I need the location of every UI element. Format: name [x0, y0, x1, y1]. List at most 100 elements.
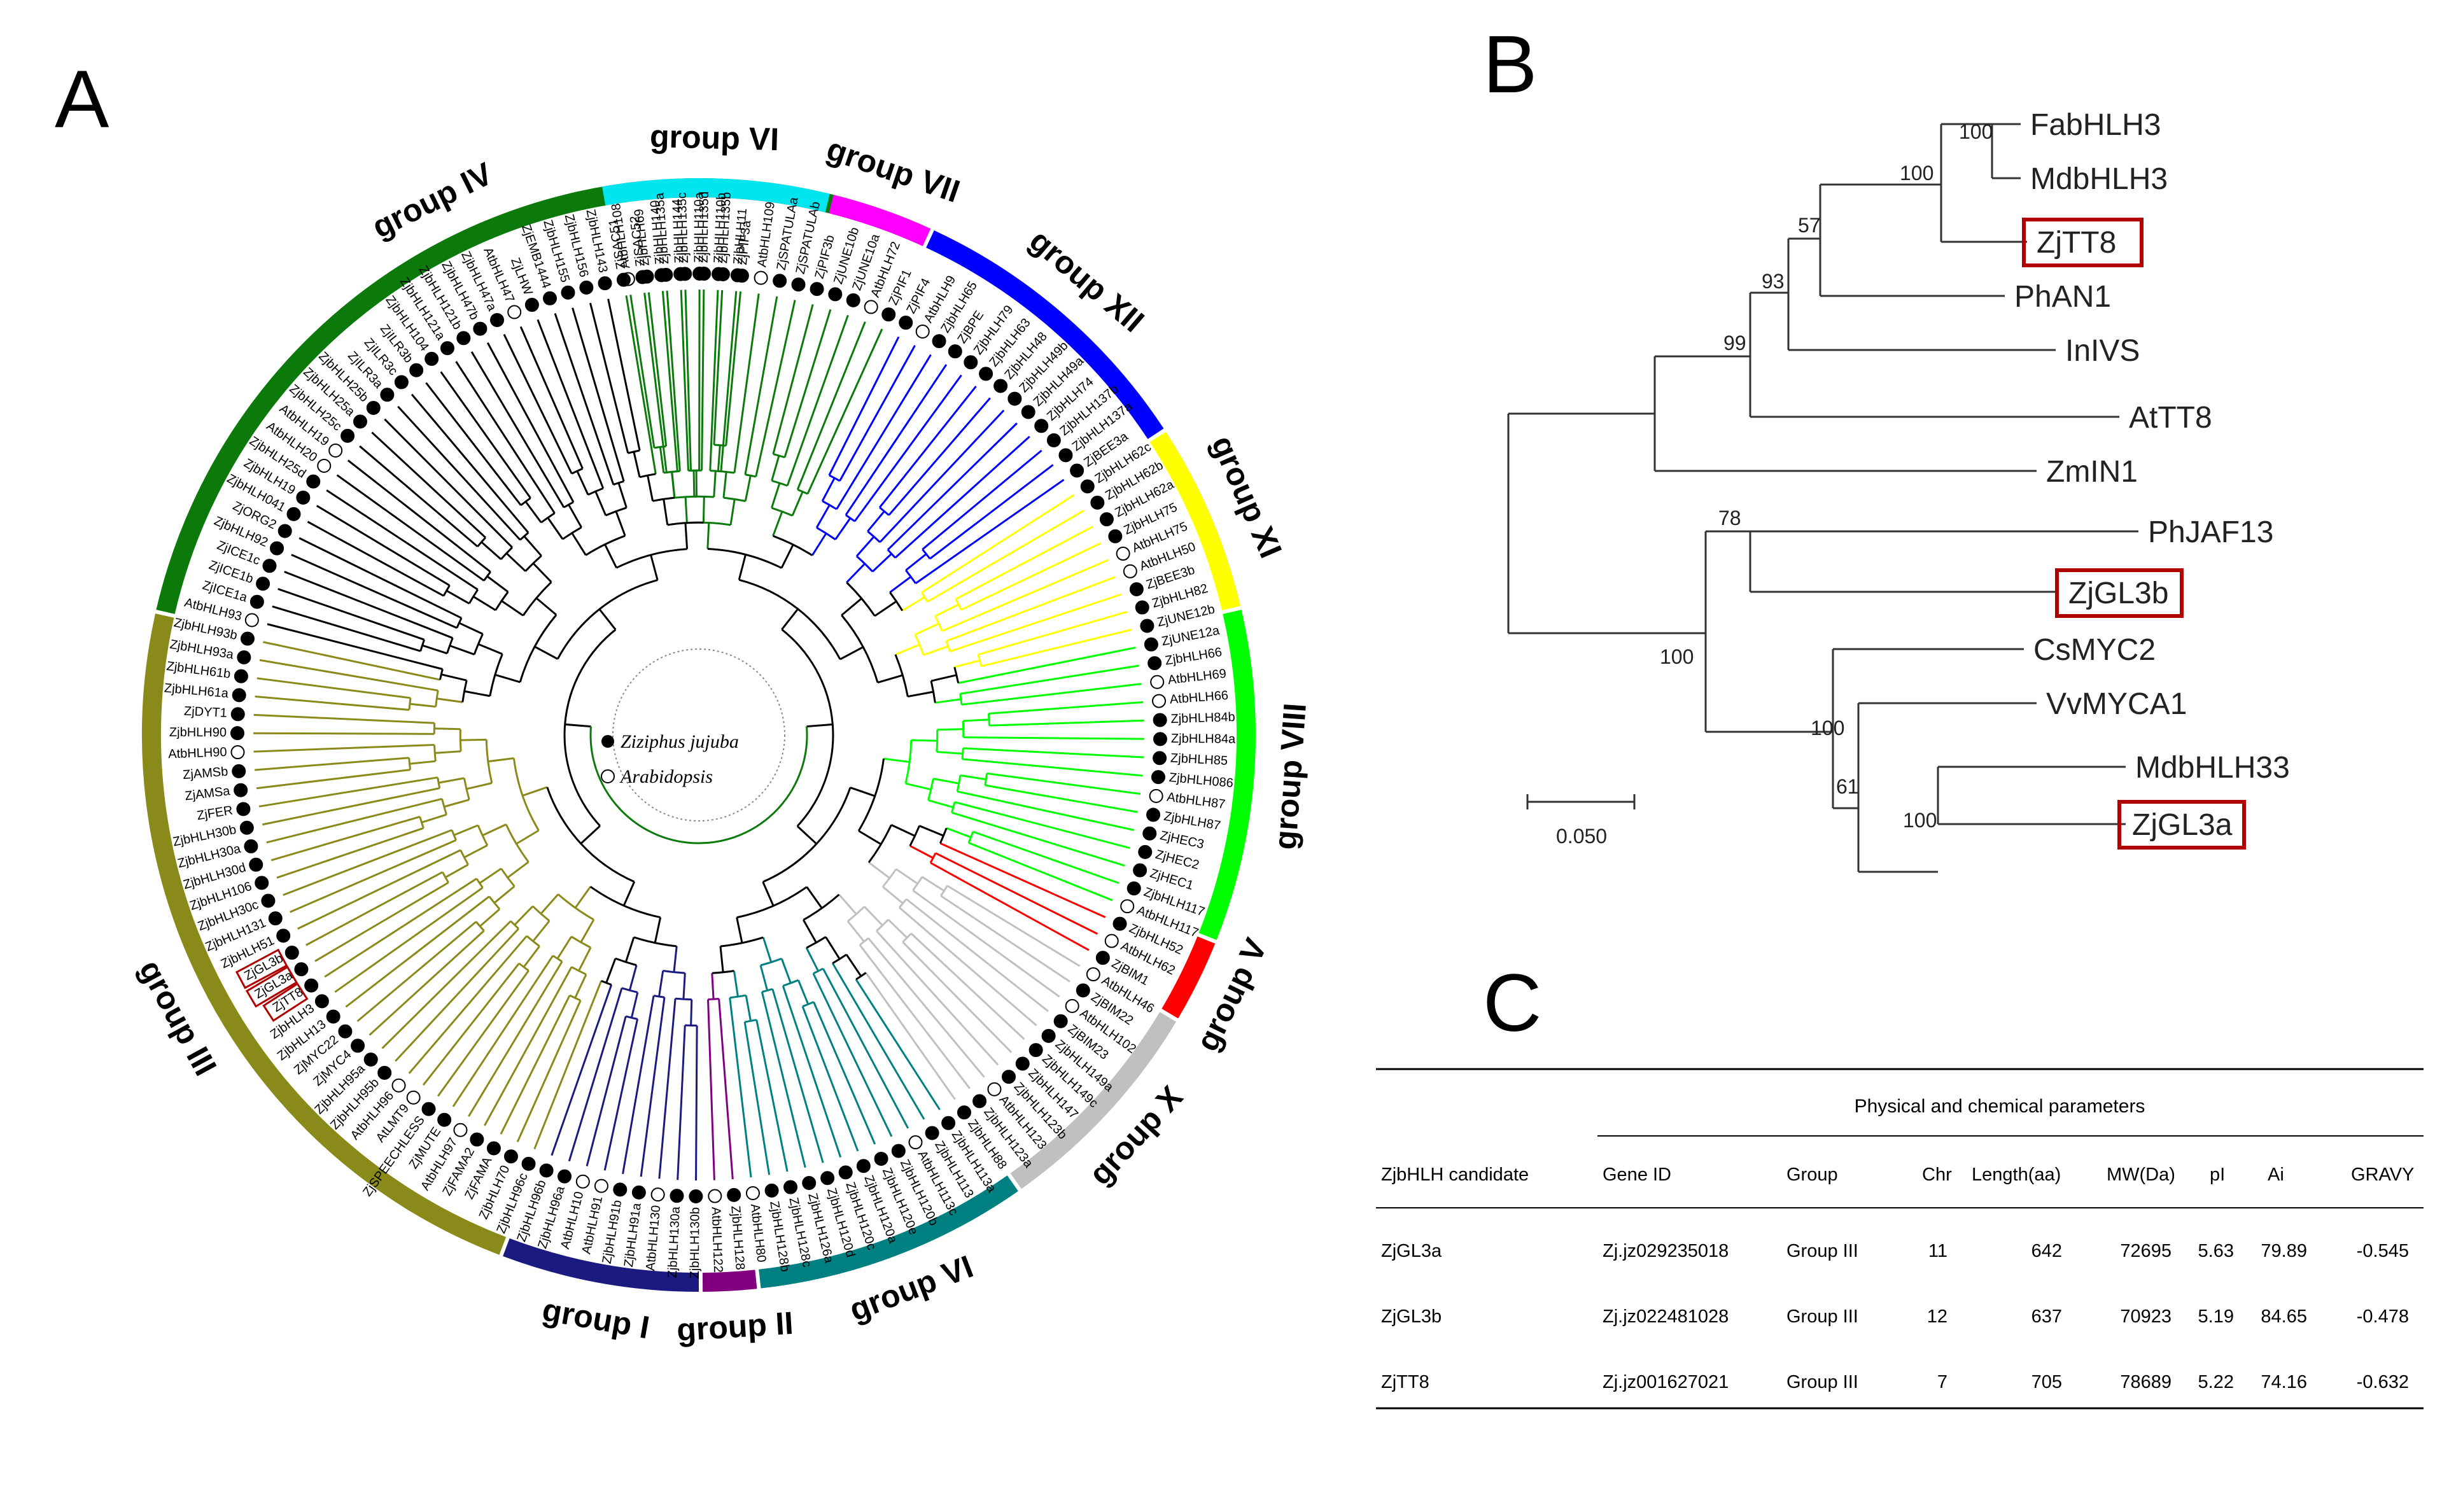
- arabidopsis-leaf-marker-icon: [1120, 899, 1135, 914]
- tree-branch: [957, 790, 1135, 831]
- tree-branch: [879, 409, 1005, 543]
- taxon-label: InIVS: [2065, 334, 2140, 368]
- ziziphus-leaf-marker-icon: [979, 367, 993, 381]
- ziziphus-leaf-marker-icon: [730, 268, 745, 283]
- leaf-label: ZjDYT1: [184, 704, 228, 720]
- tree-branch: [537, 319, 605, 489]
- bootstrap-value: 99: [1723, 332, 1746, 354]
- tree-branch: [479, 908, 500, 927]
- tree-branch: [894, 435, 1030, 559]
- tree-branch: [895, 868, 918, 885]
- table-cell: -0.632: [2357, 1372, 2409, 1392]
- tree-branch: [452, 955, 554, 1107]
- tree-arc: [446, 638, 454, 654]
- ziziphus-leaf-marker-icon: [948, 344, 962, 359]
- tree-branch: [586, 1016, 627, 1166]
- tree-arc: [459, 729, 462, 752]
- arabidopsis-leaf-marker-icon: [754, 270, 768, 285]
- leaf-label: ZjbHLH87: [1163, 809, 1221, 833]
- leaf-label: ZjUNE12a: [1160, 624, 1221, 649]
- taxon-label: CsMYC2: [2033, 633, 2156, 667]
- ziziphus-leaf-marker-icon: [230, 707, 245, 722]
- tree-branch: [291, 554, 458, 629]
- tree-branch: [887, 919, 908, 939]
- tree-arc: [773, 453, 785, 459]
- tree-branch: [825, 936, 841, 960]
- ziziphus-leaf-marker-icon: [561, 285, 575, 300]
- tree-branch: [962, 758, 1143, 777]
- tree-branch: [902, 941, 1013, 1053]
- tree-branch: [910, 932, 1025, 1040]
- ziziphus-leaf-marker-icon: [802, 1176, 817, 1191]
- tree-branch: [911, 739, 937, 742]
- species-legend: Ziziphus jujuba Arabidopsis: [601, 648, 785, 822]
- tree-branch: [409, 760, 436, 765]
- tree-arc: [934, 615, 943, 632]
- tree-arc: [984, 773, 988, 786]
- ziziphus-leaf-marker-icon: [846, 293, 860, 307]
- tree-branch: [845, 954, 862, 977]
- arabidopsis-leaf-marker-icon: [708, 1189, 722, 1203]
- tree-branch: [259, 659, 439, 692]
- ziziphus-leaf-marker-icon: [1133, 863, 1147, 878]
- tree-branch: [605, 958, 617, 984]
- leaf-label: ZjbHLH90: [169, 725, 227, 739]
- leaf-label: ZjbHLH128b: [767, 1200, 792, 1273]
- ziziphus-leaf-marker-icon: [1135, 600, 1149, 615]
- tree-branch: [290, 839, 457, 913]
- tree-branch: [314, 881, 449, 962]
- tree-branch: [954, 801, 1130, 849]
- tree-branch: [256, 677, 411, 699]
- tree-branch: [589, 302, 629, 454]
- panel-b-phylogenetic-tree: B: [1483, 19, 2290, 873]
- tree-branch: [690, 999, 693, 1026]
- tree-branch: [266, 797, 442, 844]
- header-gene-id: Gene ID: [1603, 1165, 1671, 1185]
- ziziphus-leaf-marker-icon: [856, 1159, 871, 1173]
- leaf-label: ZjbHLH130a: [666, 1206, 683, 1278]
- ziziphus-leaf-marker-icon: [473, 321, 488, 336]
- tree-branch: [738, 554, 747, 580]
- tree-branch: [972, 830, 1119, 885]
- tree-branch: [534, 645, 558, 660]
- ziziphus-leaf-marker-icon: [598, 276, 612, 291]
- ziziphus-leaf-marker-icon: [234, 669, 248, 683]
- ziziphus-leaf-marker-icon: [635, 270, 650, 284]
- tree-branch: [421, 813, 447, 823]
- leaf-label: ZjAMSb: [182, 765, 228, 783]
- tree-arc: [914, 634, 925, 655]
- tree-branch: [733, 970, 739, 997]
- scale-bar-label: 0.050: [1556, 825, 1607, 848]
- tree-branch: [607, 298, 641, 451]
- tree-branch: [298, 537, 462, 619]
- ziziphus-leaf-marker-icon: [1112, 916, 1127, 931]
- tree-branch: [702, 496, 705, 523]
- bootstrap-value: 78: [1718, 507, 1741, 529]
- tree-branch: [440, 673, 467, 682]
- tree-branch: [356, 921, 477, 1022]
- taxon-label: MdbHLH3: [2030, 162, 2168, 196]
- bootstrap-value: 100: [1660, 645, 1694, 668]
- table-cell: 84.65: [2261, 1306, 2307, 1327]
- tree-arc: [940, 885, 948, 897]
- tree-branch: [720, 291, 738, 472]
- tree-branch: [522, 786, 548, 797]
- tree-branch: [759, 965, 769, 991]
- tree-branch: [935, 852, 1098, 935]
- tree-branch: [628, 965, 638, 991]
- leaf-label: ZjbHLH84b: [1170, 710, 1235, 726]
- tree-branch: [813, 1001, 876, 1145]
- ziziphus-leaf-marker-icon: [957, 1105, 971, 1120]
- tree-branch: [871, 553, 892, 573]
- tree-branch: [326, 489, 479, 591]
- tree-branch: [523, 946, 540, 968]
- arabidopsis-leaf-marker-icon: [908, 1135, 923, 1150]
- tree-branch: [713, 471, 717, 498]
- arabidopsis-leaf-marker-icon: [1149, 788, 1163, 803]
- tree-branch: [711, 973, 715, 1000]
- tree-branch: [930, 674, 957, 682]
- tree-branch: [574, 974, 587, 998]
- group-arc: [829, 194, 931, 246]
- ziziphus-leaf-marker-icon: [613, 1182, 628, 1197]
- tree-branch: [718, 998, 734, 1180]
